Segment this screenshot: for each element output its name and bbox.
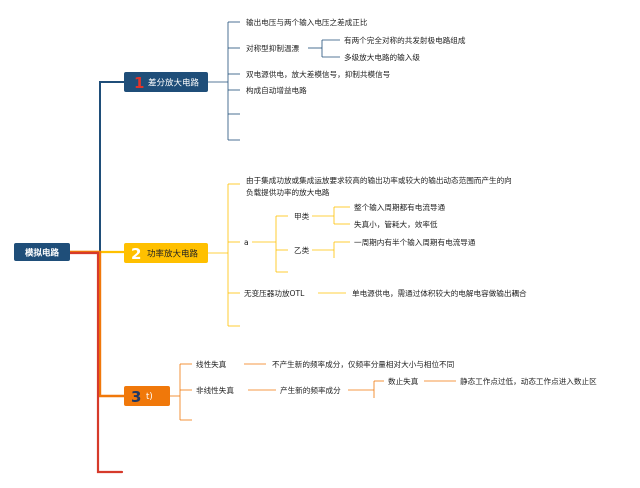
b1-item-1: 输出电压与两个输入电压之差成正比	[246, 17, 368, 27]
b1-item-2-child-1: 有两个完全对称的共发射极电路组成	[344, 35, 466, 45]
branch-3: 3 t) 线性失真 不产生新的频率成分，仅频率分量相对大小与相位不同 非线性失真…	[124, 359, 597, 421]
b2-class-b: 乙类	[294, 245, 310, 255]
b1-item-2-child-2: 多级放大电路的输入级	[344, 52, 420, 62]
b2-item-1-line-1: 由于集成功放或集成运放要求较高的输出功率或较大的输出动态范围而产生的向	[246, 175, 512, 185]
b1-item-2: 对称型抑制温漂	[246, 43, 300, 53]
branch-2-box	[124, 243, 208, 263]
root-label: 模拟电路	[25, 248, 60, 259]
b1-item-3: 双电源供电，放大差模信号，抑制共模信号	[246, 69, 391, 79]
branch-1: 1 差分放大电路 输出电压与两个输入电压之差成正比 对称型抑制温漂 有两个完全对…	[124, 17, 466, 141]
branch-2-connectors	[208, 183, 350, 327]
b2-item-3: 无变压器功放OTL	[244, 288, 305, 298]
branch-1-label: 差分放大电路	[148, 78, 200, 89]
trunk-line-1	[69, 81, 125, 253]
trunk-lines	[68, 81, 126, 474]
branch-1-box	[124, 72, 208, 92]
branch-2-number: 2	[131, 245, 141, 263]
b2-item-2: a	[244, 238, 249, 247]
b3-item-2: 非线性失真	[196, 385, 234, 395]
root-node: 模拟电路	[14, 243, 70, 261]
b2-class-a: 甲类	[294, 211, 310, 221]
branch-1-connectors	[208, 21, 340, 141]
b3-item-2-leaf-1: 静态工作点过低，动态工作点进入数止区	[460, 376, 597, 386]
branch-2-label: 功率放大电路	[147, 249, 199, 260]
b3-item-2-child-1: 产生新的频率成分	[280, 385, 341, 395]
b1-item-4: 构成自动增益电路	[246, 85, 307, 95]
b2-item-3-child-1: 单电源供电，需通过体积较大的电解电容做输出耦合	[352, 288, 527, 298]
b3-item-2-grandchild-1: 数止失真	[388, 376, 419, 386]
branch-3-connectors	[170, 363, 456, 421]
trunk-line-4	[68, 251, 124, 474]
b2-class-a-child-2: 失真小，管耗大，效率低	[354, 219, 438, 229]
branch-3-number: 3	[131, 388, 141, 406]
branch-3-box	[124, 386, 170, 406]
b3-item-1: 线性失真	[196, 359, 227, 369]
b2-class-b-child-1: 一周期内有半个输入周期有电流导通	[354, 237, 476, 247]
branch-1-number: 1	[134, 74, 144, 92]
b3-item-1-child-1: 不产生新的频率成分，仅频率分量相对大小与相位不同	[272, 359, 454, 369]
branch-2: 2 功率放大电路 由于集成功放或集成运放要求较高的输出功率或较大的输出动态范围而…	[124, 175, 527, 327]
b2-item-1-line-2: 负载提供功率的放大电路	[246, 187, 330, 197]
b2-class-a-child-1: 整个输入周期都有电流导通	[354, 202, 446, 212]
branch-3-label: t)	[146, 392, 153, 402]
root-box	[14, 243, 70, 261]
